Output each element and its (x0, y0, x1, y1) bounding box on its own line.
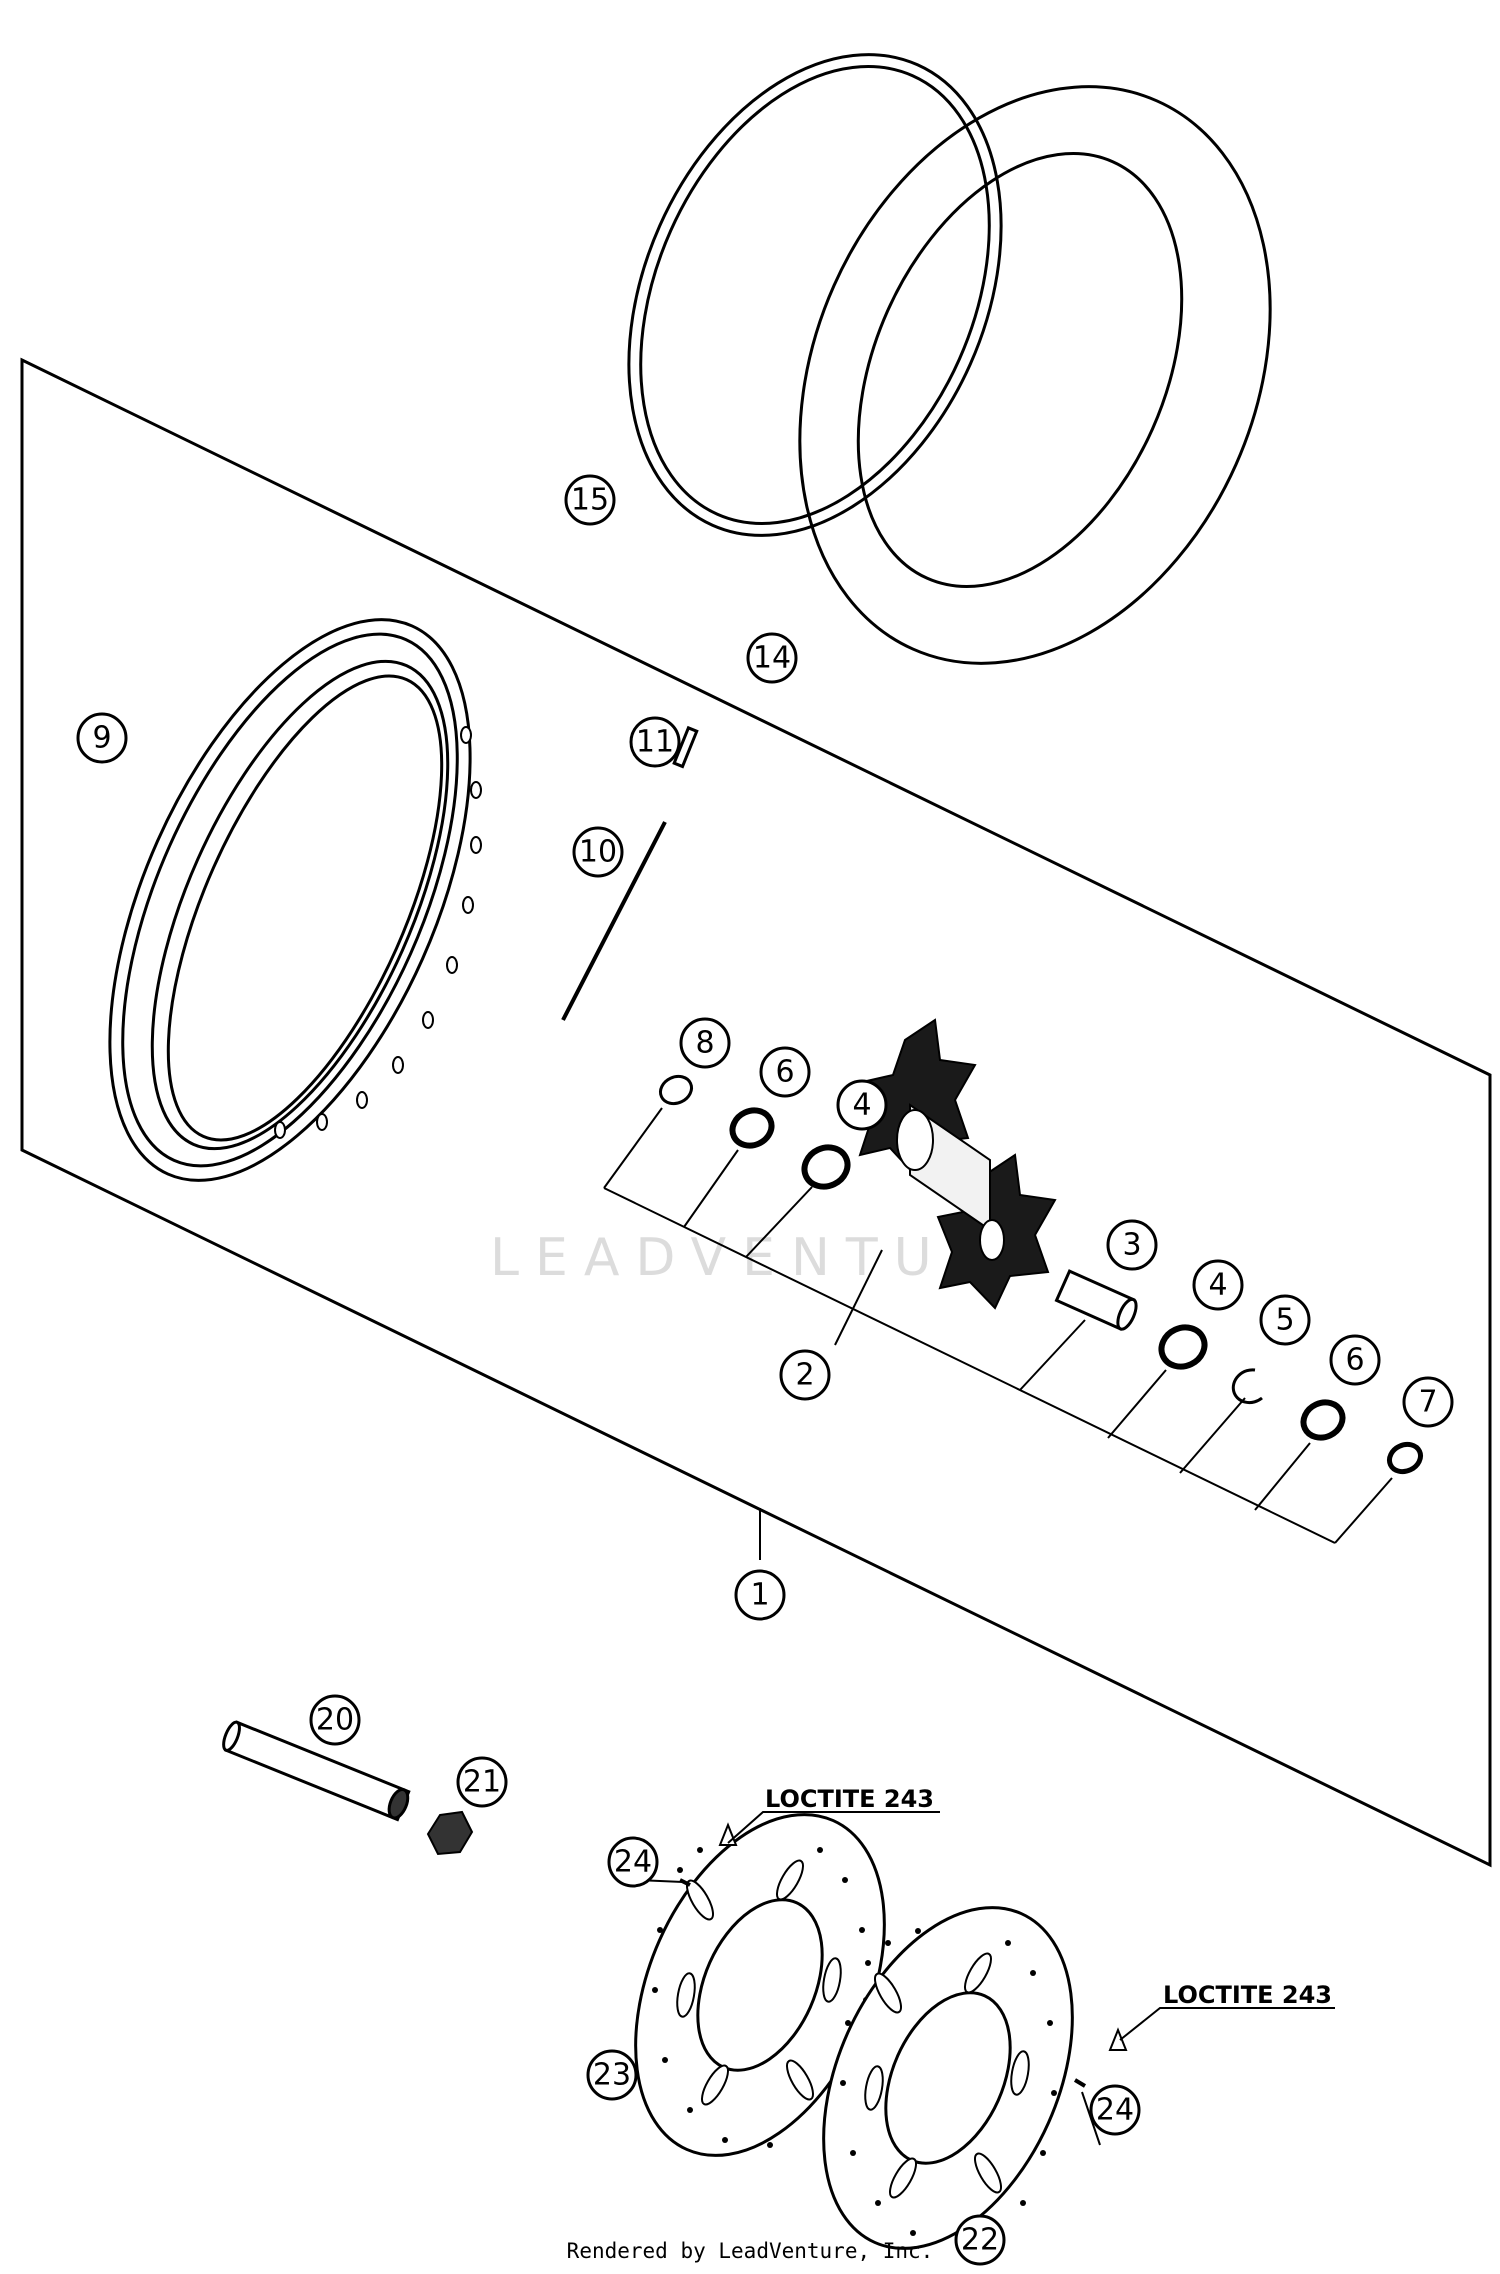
callout-5: 5 (1259, 1294, 1311, 1346)
collar-nut (426, 1810, 474, 1856)
tire (798, 85, 1272, 665)
callout-6-left: 6 (759, 1046, 811, 1098)
svg-text:5: 5 (1275, 1303, 1294, 1338)
loctite-note-left-text: LOCTITE 243 (765, 1785, 934, 1813)
svg-text:15: 15 (571, 483, 609, 518)
brake-disc-23 (634, 1813, 886, 2157)
callout-3: 3 (1106, 1219, 1158, 1271)
svg-text:2: 2 (795, 1358, 814, 1393)
svg-text:10: 10 (579, 835, 617, 870)
loctite-note-left: LOCTITE 243 (727, 1785, 940, 1844)
svg-text:9: 9 (92, 721, 111, 756)
svg-text:14: 14 (753, 641, 791, 676)
callout-4-left: 4 (836, 1079, 888, 1131)
spacer-ring-7 (1386, 1441, 1424, 1475)
render-credit: Rendered by LeadVenture, Inc. (567, 2239, 934, 2263)
assembly-outline (20, 357, 1492, 1868)
callout-2: 2 (779, 1349, 831, 1401)
distance-sleeve-3 (1054, 1269, 1138, 1331)
callout-24-right: 24 (1089, 2084, 1141, 2136)
svg-text:3: 3 (1122, 1228, 1141, 1263)
circlip-5 (1231, 1368, 1263, 1405)
callout-6-right: 6 (1329, 1334, 1381, 1386)
brake-disc-22 (822, 1906, 1074, 2250)
svg-text:8: 8 (695, 1026, 714, 1061)
svg-text:6: 6 (1345, 1343, 1364, 1378)
loctite-note-right-text: LOCTITE 243 (1163, 1981, 1332, 2009)
callout-21: 21 (456, 1756, 508, 1808)
bearing-4-left (801, 1144, 851, 1190)
callout-20: 20 (309, 1694, 361, 1746)
callouts: 1 2 3 4 4 5 6 6 7 8 9 10 11 14 15 20 21 … (76, 474, 1454, 2266)
svg-text:21: 21 (463, 1765, 501, 1800)
svg-text:24: 24 (614, 1845, 652, 1880)
callout-14: 14 (746, 632, 798, 684)
callout-15: 15 (564, 474, 616, 526)
svg-text:4: 4 (1208, 1268, 1227, 1303)
spoke-nipple (672, 725, 699, 769)
svg-text:24: 24 (1096, 2093, 1134, 2128)
wheel-spindle (222, 1720, 411, 1822)
callout-11: 11 (629, 716, 681, 768)
disc-screw-right (1073, 2027, 1128, 2088)
svg-text:1: 1 (750, 1578, 769, 1613)
svg-text:11: 11 (636, 725, 674, 760)
rim-tape (627, 53, 1003, 537)
callout-7: 7 (1402, 1376, 1454, 1428)
spoke (561, 821, 667, 1021)
callout-23: 23 (586, 2049, 638, 2101)
spacer-ring-8 (658, 1074, 694, 1106)
callout-22: 22 (954, 2214, 1006, 2266)
callout-10: 10 (572, 826, 624, 878)
leader-lines (603, 1107, 1393, 1560)
svg-text:20: 20 (316, 1703, 354, 1738)
svg-text:4: 4 (852, 1088, 871, 1123)
watermark: LEADVENTURE (490, 1228, 1049, 1288)
shaft-seal-6-left (729, 1107, 775, 1149)
callout-1: 1 (734, 1569, 786, 1621)
rim (108, 618, 472, 1182)
bearing-4-right (1158, 1324, 1208, 1370)
callout-24-left: 24 (607, 1836, 659, 1888)
rim-spoke-holes (274, 726, 482, 1139)
svg-text:23: 23 (593, 2058, 631, 2093)
svg-text:6: 6 (775, 1055, 794, 1090)
shaft-seal-6-right (1300, 1399, 1346, 1441)
loctite-note-right: LOCTITE 243 (1119, 1981, 1335, 2041)
callout-9: 9 (76, 712, 128, 764)
callout-4-right: 4 (1192, 1259, 1244, 1311)
svg-text:7: 7 (1418, 1385, 1437, 1420)
callout-8: 8 (679, 1017, 731, 1069)
hub (856, 1018, 1057, 1310)
svg-text:22: 22 (961, 2223, 999, 2258)
